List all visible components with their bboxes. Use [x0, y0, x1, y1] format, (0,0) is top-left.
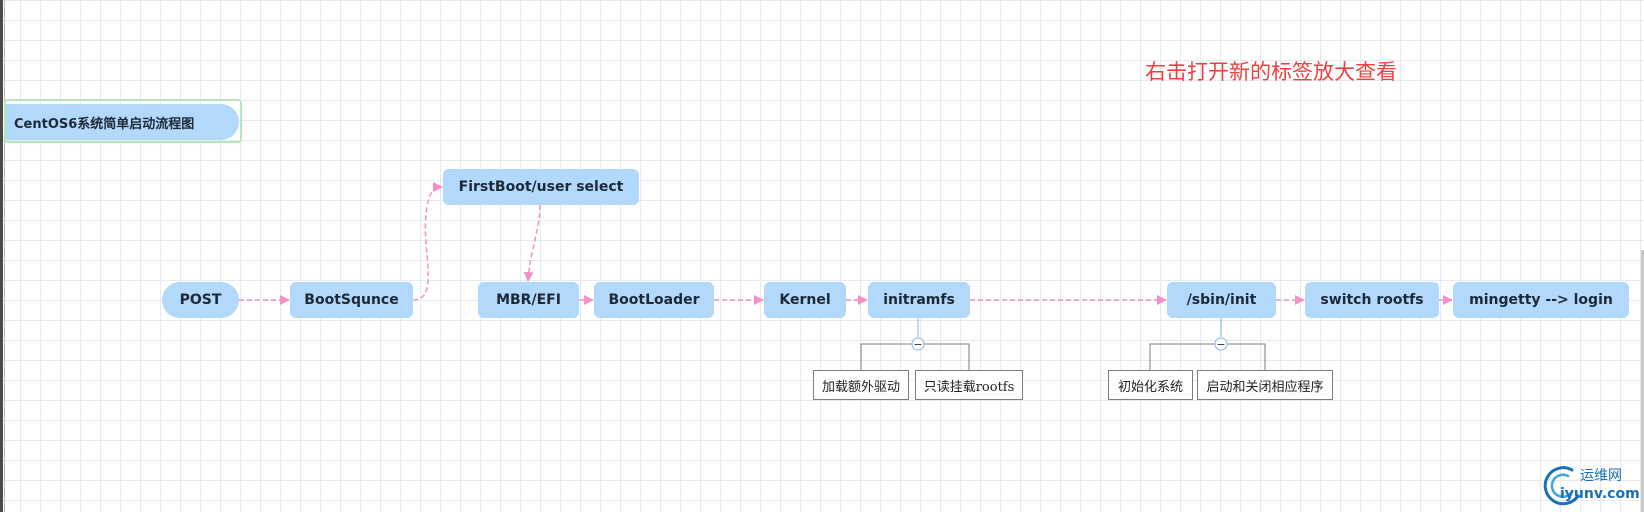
- node-mingetty-login[interactable]: mingetty --> login: [1453, 282, 1629, 318]
- subtopic-start-stop-programs[interactable]: 启动和关闭相应程序: [1197, 370, 1333, 400]
- node-kernel[interactable]: Kernel: [764, 282, 846, 318]
- diagram-title[interactable]: CentOS6系统简单启动流程图: [6, 104, 239, 140]
- vertical-scrollbar[interactable]: [1641, 250, 1644, 512]
- watermark-name: 运维网: [1580, 468, 1622, 484]
- edge-bootsequence-firstboot: [412, 182, 443, 301]
- subtopic-readonly-mount-rootfs[interactable]: 只读挂载rootfs: [915, 370, 1023, 400]
- subtopic-init-system[interactable]: 初始化系统: [1108, 370, 1193, 400]
- collapse-toggle-sbininit[interactable]: −: [1214, 337, 1228, 351]
- node-switch-rootfs[interactable]: switch rootfs: [1305, 282, 1439, 318]
- canvas-left-border-inner: [4, 0, 5, 512]
- iyunv-logo-icon: [1543, 466, 1580, 506]
- node-initramfs[interactable]: initramfs: [868, 282, 970, 318]
- node-sbin-init[interactable]: /sbin/init: [1167, 282, 1276, 318]
- canvas-left-border: [0, 0, 3, 512]
- collapse-toggle-initramfs[interactable]: −: [911, 337, 925, 351]
- collapse-symbol: −: [913, 338, 922, 351]
- node-bootsequence[interactable]: BootSqunce: [290, 282, 413, 318]
- tree-branch-sbininit: [1149, 343, 1266, 372]
- node-bootloader[interactable]: BootLoader: [594, 282, 714, 318]
- subtopic-load-extra-drivers[interactable]: 加载额外驱动: [813, 370, 909, 400]
- node-post[interactable]: POST: [162, 282, 239, 318]
- node-mbr-efi[interactable]: MBR/EFI: [478, 282, 579, 318]
- edge-firstboot-mbr: [523, 204, 541, 282]
- watermark-domain: iyunv.com: [1560, 486, 1640, 502]
- collapse-symbol: −: [1216, 338, 1225, 351]
- zoom-hint-text: 右击打开新的标签放大查看: [1145, 60, 1397, 84]
- title-topic-frame: [4, 99, 242, 143]
- node-firstboot[interactable]: FirstBoot/user select: [443, 169, 639, 205]
